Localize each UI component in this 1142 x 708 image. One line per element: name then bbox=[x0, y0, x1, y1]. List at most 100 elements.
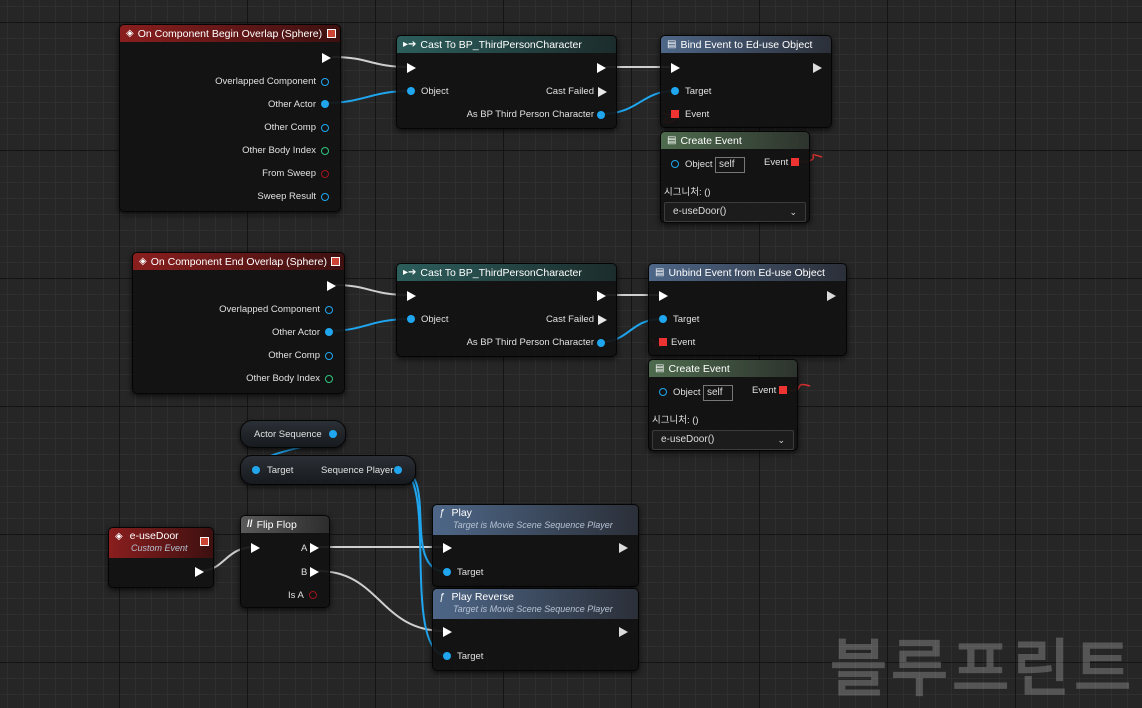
macro-icon: // bbox=[247, 519, 253, 530]
pin-label: Target bbox=[685, 86, 712, 97]
other-body-index-pin[interactable] bbox=[325, 375, 333, 383]
object-input-pin[interactable] bbox=[407, 315, 415, 323]
exec-out-pin[interactable] bbox=[813, 63, 822, 73]
cast-failed-exec-pin[interactable] bbox=[598, 315, 607, 325]
node-header: ƒ Play Reverse Target is Movie Scene Seq… bbox=[433, 589, 638, 619]
a-exec-pin[interactable] bbox=[310, 543, 319, 553]
function-icon: ▤ bbox=[667, 135, 677, 146]
event-node-end-overlap[interactable]: ◈ On Component End Overlap (Sphere) Over… bbox=[132, 252, 345, 394]
exec-in-pin[interactable] bbox=[251, 543, 260, 553]
as-character-pin[interactable] bbox=[597, 339, 605, 347]
cast-failed-exec-pin[interactable] bbox=[598, 87, 607, 97]
pin-label: Other Actor bbox=[271, 327, 320, 338]
object-value-field[interactable]: self bbox=[715, 157, 745, 173]
select-value: e-useDoor() bbox=[673, 206, 727, 217]
pin-label: Object bbox=[421, 86, 449, 97]
exec-out-pin[interactable] bbox=[597, 291, 606, 301]
actor-sequence-variable[interactable]: Actor Sequence bbox=[240, 420, 346, 448]
create-event-node[interactable]: ▤ Create Event Object self Event 시그니처: (… bbox=[660, 131, 810, 223]
cast-node[interactable]: ▸➔ Cast To BP_ThirdPersonCharacter Objec… bbox=[396, 35, 617, 129]
object-pin[interactable] bbox=[671, 160, 679, 168]
exec-wire bbox=[317, 570, 445, 632]
event-delegate-pin[interactable] bbox=[671, 110, 679, 118]
cast-node[interactable]: ▸➔ Cast To BP_ThirdPersonCharacter Objec… bbox=[396, 263, 617, 357]
chevron-down-icon: ⌄ bbox=[777, 435, 785, 445]
other-body-index-pin[interactable] bbox=[321, 147, 329, 155]
exec-out-pin[interactable] bbox=[619, 627, 628, 637]
overlapped-component-pin[interactable] bbox=[325, 306, 333, 314]
function-icon: ▤ bbox=[655, 267, 665, 278]
other-actor-pin[interactable] bbox=[325, 328, 333, 336]
node-title: Flip Flop bbox=[256, 518, 297, 531]
overlapped-component-pin[interactable] bbox=[321, 78, 329, 86]
delegate-square-icon[interactable] bbox=[327, 29, 336, 38]
exec-out-pin[interactable] bbox=[619, 543, 628, 553]
delegate-square-icon[interactable] bbox=[200, 537, 209, 546]
event-diamond-icon: ◈ bbox=[115, 531, 123, 542]
exec-in-pin[interactable] bbox=[671, 63, 680, 73]
object-input-pin[interactable] bbox=[407, 87, 415, 95]
target-pin[interactable] bbox=[659, 315, 667, 323]
exec-in-pin[interactable] bbox=[407, 63, 416, 73]
node-title: Bind Event to Ed-use Object bbox=[680, 38, 813, 51]
exec-in-pin[interactable] bbox=[659, 291, 668, 301]
is-a-pin[interactable] bbox=[309, 591, 317, 599]
create-event-node[interactable]: ▤ Create Event Object self Event 시그니처: (… bbox=[648, 359, 798, 451]
play-reverse-node[interactable]: ƒ Play Reverse Target is Movie Scene Seq… bbox=[432, 588, 639, 671]
sequence-player-pin[interactable] bbox=[394, 466, 402, 474]
exec-out-pin[interactable] bbox=[195, 567, 204, 577]
from-sweep-pin[interactable] bbox=[321, 170, 329, 178]
exec-in-pin[interactable] bbox=[407, 291, 416, 301]
pin-label: Target bbox=[457, 567, 484, 578]
other-comp-pin[interactable] bbox=[325, 352, 333, 360]
bind-event-node[interactable]: ▤ Bind Event to Ed-use Object Target Eve… bbox=[660, 35, 832, 128]
exec-out-pin[interactable] bbox=[322, 53, 331, 63]
other-actor-pin[interactable] bbox=[321, 100, 329, 108]
target-pin[interactable] bbox=[443, 652, 451, 660]
variable-out-pin[interactable] bbox=[329, 430, 337, 438]
node-title: On Component End Overlap (Sphere) bbox=[150, 255, 327, 268]
sweep-result-pin[interactable] bbox=[321, 193, 329, 201]
event-out-pin[interactable] bbox=[791, 158, 799, 166]
pin-label: From Sweep bbox=[262, 168, 316, 179]
node-title: Play bbox=[451, 507, 472, 519]
function-select[interactable]: e-useDoor() ⌄ bbox=[664, 202, 806, 222]
pin-label: Event bbox=[671, 337, 696, 348]
exec-in-pin[interactable] bbox=[443, 543, 452, 553]
node-header: ▸➔ Cast To BP_ThirdPersonCharacter bbox=[397, 264, 616, 281]
node-header: ƒ Play Target is Movie Scene Sequence Pl… bbox=[433, 505, 638, 535]
pin-label: As BP Third Person Character bbox=[466, 337, 594, 348]
node-title: Unbind Event from Ed-use Object bbox=[668, 266, 825, 279]
blueprint-watermark: 블루프린트 bbox=[830, 635, 1136, 704]
unbind-event-node[interactable]: ▤ Unbind Event from Ed-use Object Target… bbox=[648, 263, 847, 356]
target-pin[interactable] bbox=[443, 568, 451, 576]
object-value-field[interactable]: self bbox=[703, 385, 733, 401]
object-pin[interactable] bbox=[659, 388, 667, 396]
exec-out-pin[interactable] bbox=[827, 291, 836, 301]
pin-label: B bbox=[301, 567, 308, 578]
node-subtitle: Custom Event bbox=[131, 543, 188, 553]
pin-label: Target bbox=[457, 651, 484, 662]
pin-label: Sweep Result bbox=[257, 191, 316, 202]
sequence-player-getter[interactable]: Target Sequence Player bbox=[240, 455, 416, 485]
exec-out-pin[interactable] bbox=[597, 63, 606, 73]
flip-flop-node[interactable]: // Flip Flop A B Is A bbox=[240, 515, 330, 608]
exec-out-pin[interactable] bbox=[327, 281, 336, 291]
play-node[interactable]: ƒ Play Target is Movie Scene Sequence Pl… bbox=[432, 504, 639, 587]
node-header: ▤ Unbind Event from Ed-use Object bbox=[649, 264, 846, 281]
other-comp-pin[interactable] bbox=[321, 124, 329, 132]
pin-label: Sequence Player bbox=[321, 465, 394, 476]
delegate-square-icon[interactable] bbox=[331, 257, 340, 266]
function-select[interactable]: e-useDoor() ⌄ bbox=[652, 430, 794, 450]
exec-in-pin[interactable] bbox=[443, 627, 452, 637]
custom-event-node[interactable]: ◈ e-useDoor Custom Event bbox=[108, 527, 214, 588]
event-node-begin-overlap[interactable]: ◈ On Component Begin Overlap (Sphere) Ov… bbox=[119, 24, 341, 212]
node-header: ◈ e-useDoor Custom Event bbox=[109, 528, 213, 558]
event-delegate-pin[interactable] bbox=[659, 338, 667, 346]
as-character-pin[interactable] bbox=[597, 111, 605, 119]
b-exec-pin[interactable] bbox=[310, 567, 319, 577]
node-header: ▤ Create Event bbox=[649, 360, 797, 377]
event-out-pin[interactable] bbox=[779, 386, 787, 394]
target-pin[interactable] bbox=[252, 466, 260, 474]
target-pin[interactable] bbox=[671, 87, 679, 95]
